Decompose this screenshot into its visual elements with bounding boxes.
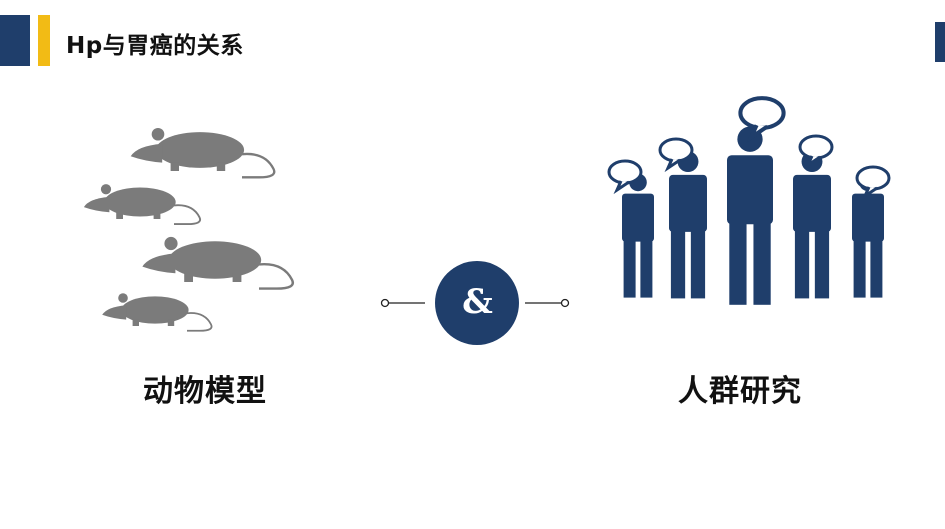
person-figure — [727, 126, 773, 305]
connector-graphic — [380, 261, 570, 345]
mouse-figure — [129, 126, 276, 179]
mouse-figure — [101, 292, 213, 332]
connector-dot-right — [560, 298, 570, 308]
ampersand-circle — [435, 261, 519, 345]
mouse-figure — [141, 235, 295, 290]
slide-title: Hp与胃癌的关系 — [66, 33, 244, 59]
person-figure — [669, 151, 707, 299]
speech-bubble-icon — [855, 165, 891, 198]
mouse-icon — [82, 126, 295, 332]
caption-animal-model: 动物模型 — [143, 374, 267, 409]
ampersand-symbol: & — [462, 282, 493, 322]
people-speech-icon — [607, 90, 891, 305]
person-figure — [793, 151, 831, 299]
person-figure — [622, 173, 654, 298]
header-accent-bar-blue — [0, 15, 30, 66]
header-accent-bar-right — [935, 22, 945, 62]
connector-dot-left — [380, 298, 390, 308]
header-accent-bar-yellow — [38, 15, 50, 66]
caption-population-study: 人群研究 — [678, 374, 802, 409]
mouse-figure — [82, 183, 202, 226]
